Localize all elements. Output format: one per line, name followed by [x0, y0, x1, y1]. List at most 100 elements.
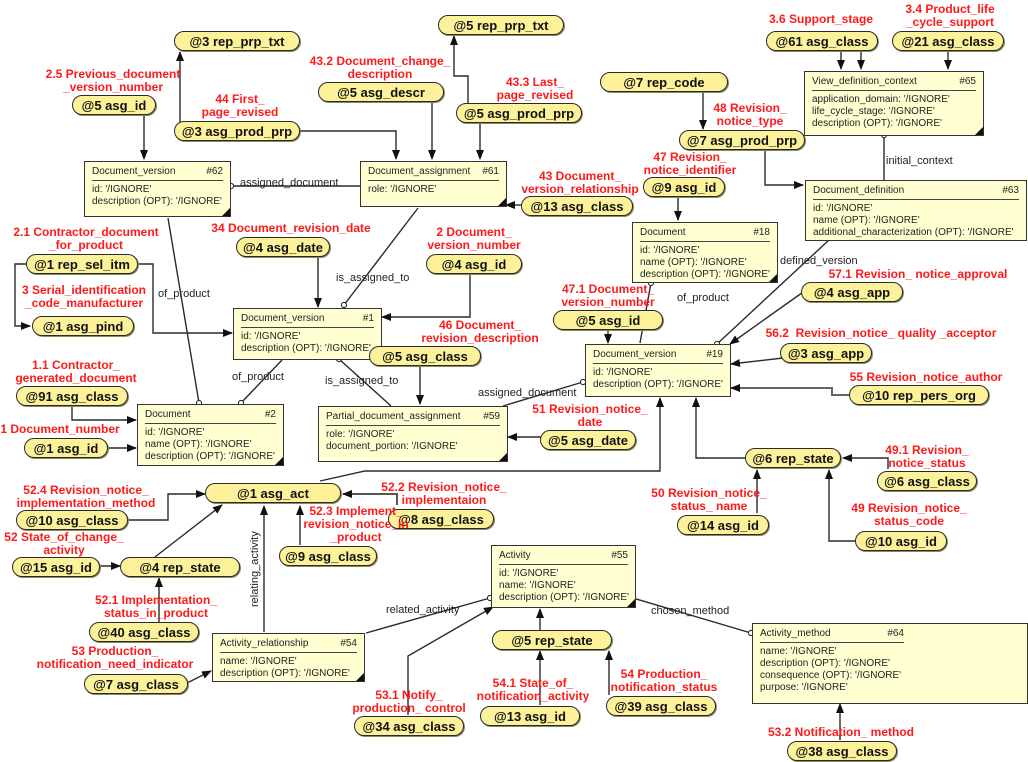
pill-40-asg-class[interactable]: @40 asg_class: [89, 622, 199, 642]
pill-10-asg-id[interactable]: @10 asg_id: [855, 531, 947, 551]
pill-5-asg-class[interactable]: @5 asg_class: [369, 346, 481, 366]
pill-38-asg-class[interactable]: @38 asg_class: [787, 741, 897, 761]
entity-attribute: description (OPT): '/IGNORE': [760, 658, 890, 669]
pill-9-asg-class[interactable]: @9 asg_class: [279, 546, 377, 566]
pill-10-asg-class[interactable]: @10 asg_class: [16, 510, 128, 530]
pill-91-asg-class[interactable]: @91 asg_class: [16, 386, 128, 406]
entity-activity-method-64[interactable]: Activity_method#64 name: '/IGNORE' descr…: [752, 623, 1028, 704]
pill-3-rep-prp-txt[interactable]: @3 rep_prp_txt: [174, 31, 300, 51]
role-assigned-document-2: assigned_document: [478, 387, 577, 399]
pill-34-asg-class[interactable]: @34 asg_class: [354, 716, 464, 736]
label-49-1: 49.1 Revision_ notice_status: [885, 443, 969, 470]
label-52-3: 52.3 Implement_ revision_notice_in _prod…: [303, 504, 409, 544]
pill-21-asg-class[interactable]: @21 asg_class: [892, 31, 1004, 51]
entity-attribute: role: '/IGNORE': [326, 429, 395, 440]
label-53-2: 53.2 Notification_ method: [767, 725, 915, 739]
pill-39-asg-class[interactable]: @39 asg_class: [606, 696, 716, 716]
pill-5-asg-prod-prp[interactable]: @5 asg_prod_prp: [456, 103, 582, 123]
pill-15-asg-id[interactable]: @15 asg_id: [12, 557, 100, 577]
pill-9-asg-id[interactable]: @9 asg_id: [643, 177, 725, 197]
label-2-5: 2.5 Previous_document _version_number: [45, 67, 181, 94]
pill-5-asg-id-b[interactable]: @5 asg_id: [553, 310, 663, 330]
pill-5-rep-state[interactable]: @5 rep_state: [492, 630, 612, 650]
entity-attribute: id: '/IGNORE': [499, 568, 559, 579]
entity-document-2[interactable]: Document#2 id: '/IGNORE' name (OPT): '/I…: [137, 404, 284, 466]
pill-13-asg-id[interactable]: @13 asg_id: [480, 706, 580, 726]
relation-line: [502, 378, 587, 407]
entity-attribute: id: '/IGNORE': [241, 331, 301, 342]
pill-14-asg-id[interactable]: @14 asg_id: [677, 515, 769, 535]
pill-4-rep-state[interactable]: @4 rep_state: [120, 557, 240, 577]
label-43-2: 43.2 Document_change_ description: [309, 54, 451, 81]
pill-4-asg-app[interactable]: @4 asg_app: [801, 282, 903, 302]
role-is-assigned-to-1: is_assigned_to: [336, 272, 410, 284]
pill-1-rep-sel-itm[interactable]: @1 rep_sel_itm: [26, 254, 138, 274]
pill-7-rep-code[interactable]: @7 rep_code: [600, 72, 728, 92]
pill-10-rep-pers-org[interactable]: @10 rep_pers_org: [849, 385, 989, 405]
pill-7-asg-prod-prp[interactable]: @7 asg_prod_prp: [679, 130, 805, 150]
label-52-1: 52.1 Implementation_ status_in_product: [94, 593, 218, 620]
entity-document-definition-63[interactable]: Document_definition#63 id: '/IGNORE' nam…: [805, 180, 1027, 241]
pill-1-asg-pind[interactable]: @1 asg_pind: [32, 316, 134, 336]
entity-document-version-19[interactable]: Document_version#19 id: '/IGNORE' descri…: [585, 344, 731, 397]
role-chosen-method: chosen_method: [651, 605, 730, 617]
pill-6-asg-class[interactable]: @6 asg_class: [877, 471, 977, 491]
pill-7-asg-class[interactable]: @7 asg_class: [84, 674, 188, 694]
label-43-3: 43.3 Last_ page_revised: [496, 75, 574, 102]
pill-13-asg-class[interactable]: @13 asg_class: [521, 196, 633, 216]
entity-number: #65: [959, 76, 976, 87]
arrow-line: [730, 384, 849, 396]
entity-view-definition-context-65[interactable]: View_definition_context#65 application_d…: [804, 71, 984, 136]
entity-number: #2: [264, 409, 276, 420]
pill-5-asg-date[interactable]: @5 asg_date: [540, 430, 636, 450]
entity-number: #62: [206, 166, 223, 177]
entity-number: #63: [1002, 185, 1019, 196]
label-3-4: 3.4 Product_life _cycle_support: [905, 2, 995, 29]
arrow-line: [450, 35, 469, 104]
entity-attribute: description (OPT): '/IGNORE': [499, 592, 629, 603]
label-56-2: 56.2 Revision_notice_ quality _acceptor: [765, 326, 997, 340]
arrow-line: [730, 357, 784, 367]
pill-3-asg-app[interactable]: @3 asg_app: [780, 343, 872, 363]
entity-attribute: name: '/IGNORE': [760, 646, 837, 657]
entity-attribute: name (OPT): '/IGNORE': [145, 439, 252, 450]
role-is-assigned-to-2: is_assigned_to: [325, 375, 399, 387]
entity-attribute: description (OPT): '/IGNORE': [593, 379, 723, 390]
pill-4-asg-id[interactable]: @4 asg_id: [426, 254, 522, 274]
pill-6-rep-state[interactable]: @6 rep_state: [745, 448, 841, 468]
role-relating-activity: relating_activity: [249, 531, 261, 607]
entity-partial-document-assignment-59[interactable]: Partial_document_assignment#59 role: '/I…: [318, 406, 508, 462]
pill-5-rep-prp-txt[interactable]: @5 rep_prp_txt: [438, 15, 564, 35]
entity-document-18[interactable]: Document#18 id: '/IGNORE' name (OPT): '/…: [632, 222, 778, 283]
entity-attribute: life_cycle_stage: '/IGNORE': [812, 106, 935, 117]
entity-activity-55[interactable]: Activity#55 id: '/IGNORE' name: '/IGNORE…: [491, 545, 636, 608]
pill-5-asg-id[interactable]: @5 asg_id: [72, 95, 156, 115]
pill-3-asg-prod-prp[interactable]: @3 asg_prod_prp: [174, 121, 300, 141]
entity-attribute: description (OPT): '/IGNORE': [812, 118, 942, 129]
entity-activity-relationship-54[interactable]: Activity_relationship#54 name: '/IGNORE'…: [212, 633, 365, 682]
entity-name: Document_version: [92, 166, 176, 177]
label-43: 43 Document_ version_relationship: [521, 169, 639, 196]
entity-document-assignment-61[interactable]: Document_assignment#61 role: '/IGNORE': [360, 161, 507, 207]
entity-name: View_definition_context: [812, 76, 917, 87]
arrow-line: [825, 469, 862, 542]
pill-8-asg-class[interactable]: @8 asg_class: [388, 509, 494, 529]
entity-document-version-62[interactable]: Document_version#62 id: '/IGNORE' descri…: [84, 161, 231, 217]
pill-1-asg-act[interactable]: @1 asg_act: [205, 483, 341, 503]
pill-1-asg-id[interactable]: @1 asg_id: [24, 438, 108, 458]
arrow-line: [71, 400, 137, 424]
entity-attribute: name: '/IGNORE': [220, 656, 297, 667]
pill-61-asg-class[interactable]: @61 asg_class: [766, 31, 878, 51]
pill-4-asg-date[interactable]: @4 asg_date: [236, 237, 330, 257]
arrow-line: [407, 606, 494, 715]
entity-attribute: purpose: '/IGNORE': [760, 682, 848, 693]
pill-5-asg-descr[interactable]: @5 asg_descr: [318, 82, 444, 102]
entity-name: Document_assignment: [368, 166, 471, 177]
entity-attribute: additional_characterization (OPT): '/IGN…: [813, 227, 1014, 238]
label-1: 1 Document_number: [0, 422, 120, 436]
entity-attribute: name (OPT): '/IGNORE': [813, 215, 920, 226]
corner-mark: [627, 599, 635, 607]
arrow-line: [764, 149, 804, 189]
entity-document-version-1[interactable]: Document_version#1 id: '/IGNORE' descrip…: [233, 308, 382, 360]
entity-number: #59: [483, 411, 500, 422]
